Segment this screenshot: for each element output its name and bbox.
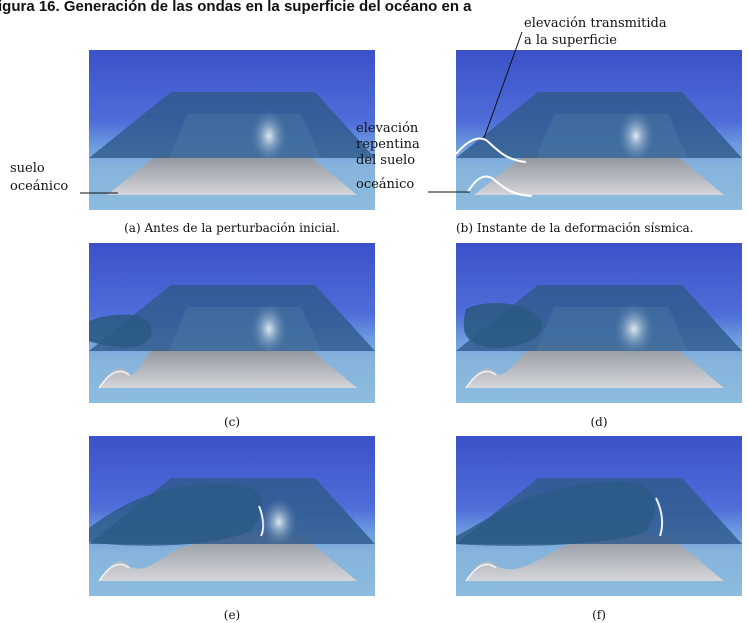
seafloor-surface (466, 533, 724, 581)
panel-a-scene (89, 92, 375, 195)
caption-a: (a) Antes de la perturbación inicial. (124, 221, 340, 235)
caption-d: (d) (590, 415, 608, 429)
label-seafloor-2: oceánico (10, 179, 69, 194)
water-plane (89, 285, 375, 351)
surface-dome (261, 498, 297, 546)
panel-f-scene (456, 478, 742, 582)
panel-b (456, 50, 742, 210)
label-sudden-3: del suelo (356, 153, 416, 168)
label-sudden-1: elevación (356, 121, 419, 136)
surface-wave (463, 303, 543, 348)
label-seafloor-1: suelo (10, 161, 45, 176)
figure-title: igura 16. Generación de las ondas en la … (0, 0, 472, 15)
surface-dome (251, 110, 287, 162)
surface-wave (89, 314, 152, 348)
panel-f (456, 436, 742, 596)
surface-wave (456, 481, 655, 546)
seafloor-surface (99, 532, 357, 581)
surface-dome (618, 110, 654, 162)
surface-dome (251, 303, 287, 355)
seafloor-elevation-curve (467, 175, 533, 197)
seafloor-surface (466, 342, 724, 388)
label-transmitted-2: a la superficie (524, 33, 617, 48)
surface-dome (614, 303, 654, 355)
seafloor-surface (474, 155, 724, 195)
water-plane (89, 92, 375, 158)
surface-wave (89, 483, 263, 546)
label-sudden-2: repentina (356, 137, 420, 152)
seafloor-surface (99, 347, 357, 388)
panel-d-scene (456, 285, 742, 389)
label-transmitted-1: elevación transmitida (524, 16, 667, 31)
panel-e (89, 436, 375, 596)
caption-c: (c) (223, 415, 241, 429)
surface-elevation-curve (456, 137, 527, 163)
caption-b: (b) Instante de la deformación sísmica. (456, 221, 694, 235)
panel-d (456, 243, 742, 403)
panel-a (89, 50, 375, 210)
panel-b-scene (456, 92, 742, 197)
panel-e-scene (89, 478, 375, 582)
label-sudden-4: oceánico (356, 177, 415, 192)
water-plane (456, 92, 742, 158)
caption-f: (f) (592, 608, 606, 622)
caption-e: (e) (223, 608, 241, 622)
panel-c (89, 243, 375, 403)
panel-c-scene (89, 285, 375, 389)
seafloor-surface (107, 155, 357, 195)
